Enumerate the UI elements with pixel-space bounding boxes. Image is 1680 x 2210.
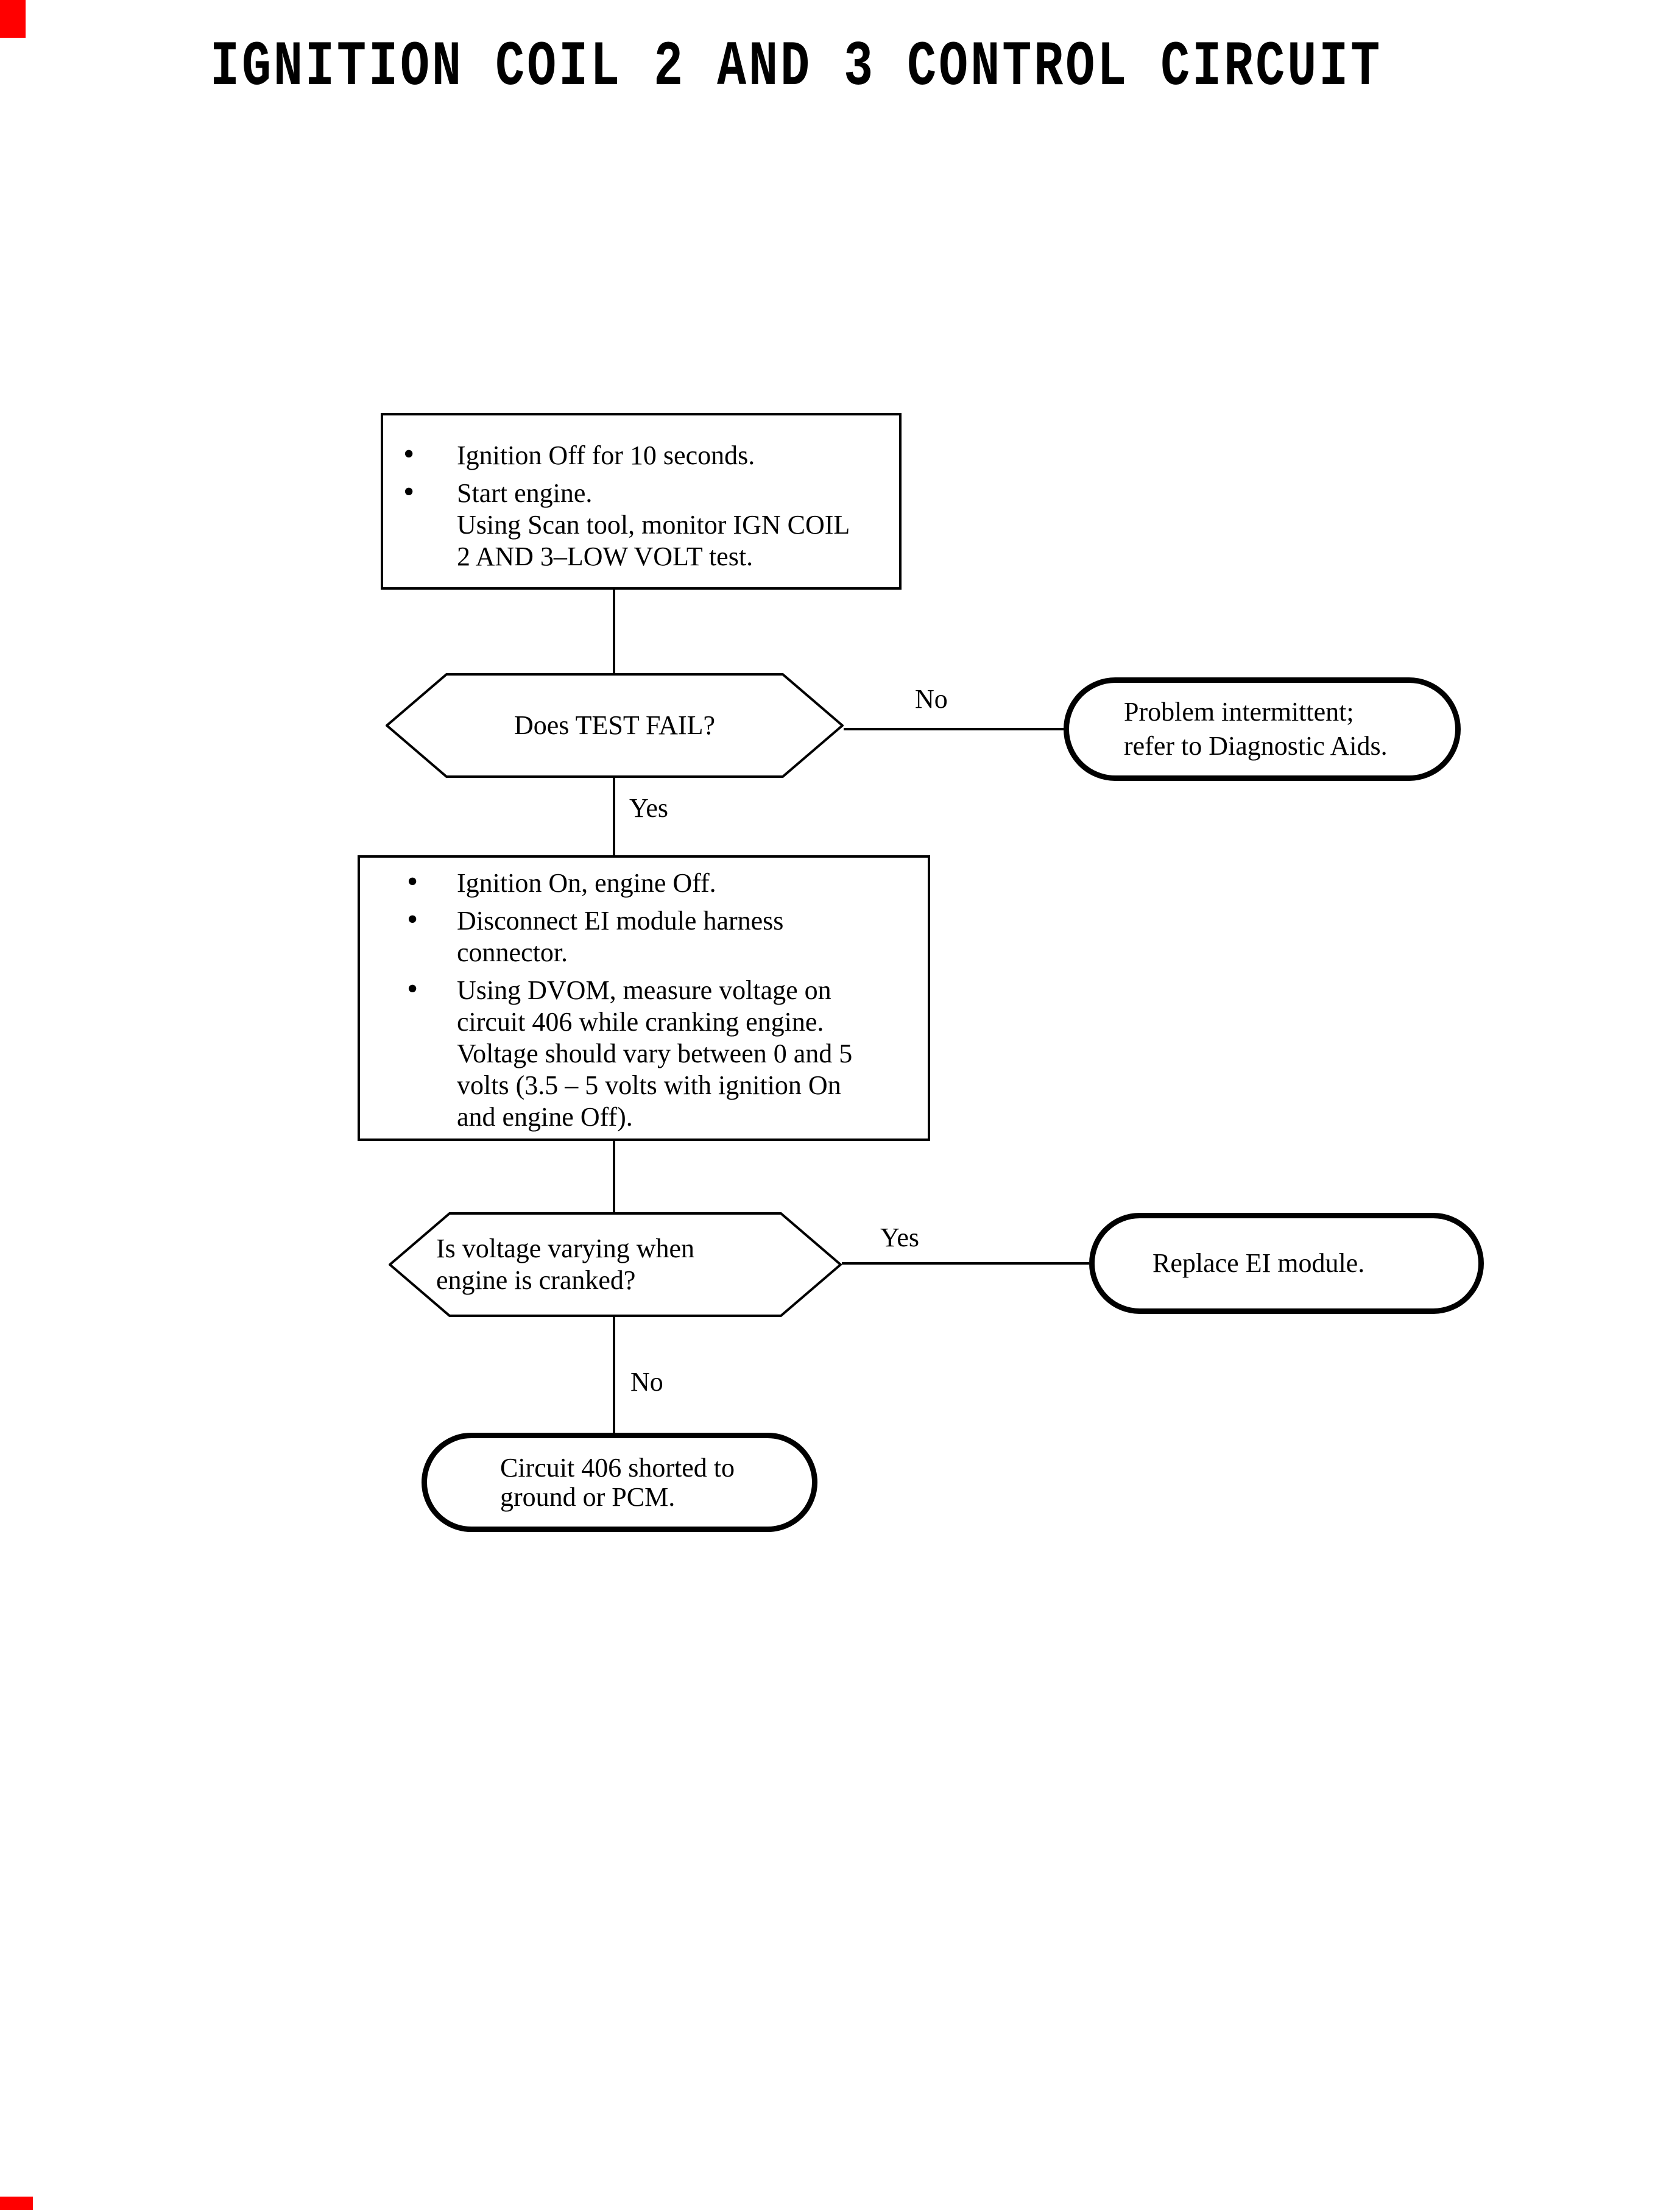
connector-line: [613, 588, 615, 673]
edge-label-yes: Yes: [880, 1223, 920, 1252]
connector-line: [613, 778, 615, 855]
hexagon-shape: [386, 673, 844, 778]
hexagon-shape: [389, 1212, 842, 1317]
connector-line: [613, 1317, 615, 1433]
decision-does-test-fail: Does TEST FAIL?: [386, 673, 844, 778]
edge-label-no: No: [630, 1367, 663, 1397]
step-bullet: Start engine. Using Scan tool, monitor I…: [383, 476, 887, 573]
outcome-problem-intermittent: Problem intermittent; refer to Diagnosti…: [1064, 677, 1461, 781]
step-bullet-list: Ignition On, engine Off. Disconnect EI m…: [360, 866, 922, 1133]
outcome-replace-ei-module: Replace EI module.: [1089, 1213, 1484, 1314]
step-box-initial-test: Ignition Off for 10 seconds. Start engin…: [381, 413, 902, 590]
decision-question: Is voltage varying when engine is cranke…: [436, 1234, 694, 1295]
red-corner-mark-bottom-left: [0, 2197, 33, 2210]
outcome-text: Replace EI module.: [1152, 1248, 1365, 1278]
page-title: IGNITION COIL 2 AND 3 CONTROL CIRCUIT: [210, 32, 1383, 104]
step-bullet: Ignition Off for 10 seconds.: [383, 439, 887, 471]
step-bullet: Disconnect EI module harness connector.: [360, 904, 922, 969]
step-bullet: Ignition On, engine Off.: [360, 866, 922, 899]
step-bullet: Using DVOM, measure voltage on circuit 4…: [360, 973, 922, 1133]
outcome-text: Circuit 406 shorted to ground or PCM.: [500, 1452, 735, 1512]
red-corner-mark-top-left: [0, 0, 26, 38]
edge-label-no: No: [915, 684, 948, 714]
decision-question: Does TEST FAIL?: [514, 710, 715, 740]
connector-line: [842, 1262, 1089, 1265]
outcome-circuit-406-shorted: Circuit 406 shorted to ground or PCM.: [422, 1433, 817, 1532]
step-bullet-list: Ignition Off for 10 seconds. Start engin…: [383, 439, 887, 573]
edge-label-yes: Yes: [629, 793, 669, 823]
connector-line: [613, 1140, 615, 1212]
outcome-text: Problem intermittent; refer to Diagnosti…: [1124, 697, 1388, 761]
connector-line: [844, 728, 1064, 730]
decision-voltage-varying: Is voltage varying when engine is cranke…: [389, 1212, 842, 1317]
step-box-voltage-measure: Ignition On, engine Off. Disconnect EI m…: [358, 855, 930, 1141]
